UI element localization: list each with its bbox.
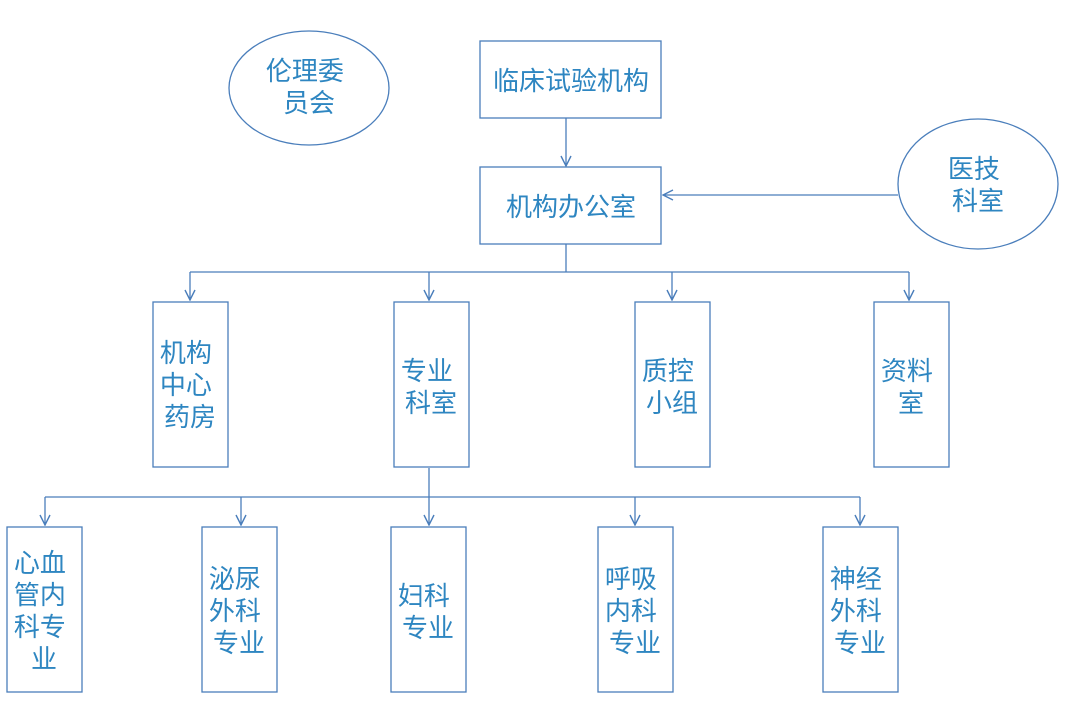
records-room-box [873,301,950,468]
qc-group-label: 质控 小组 [642,357,702,419]
central-pharmacy-label: 机构 中心 药房 [160,339,220,433]
cardio-label: 心血 管内 科专 业 [14,549,74,675]
urology-label: 泌尿 外科 专业 [209,565,269,659]
central-pharmacy-box [152,301,229,468]
gynecology-label: 妇科 专业 [398,582,458,644]
node-shapes [6,30,1059,693]
ethics-committee-label: 伦理委 员会 [266,57,352,119]
respiratory-label: 呼吸 内科 专业 [605,565,665,659]
urology-box [201,526,278,693]
trial-institution-label: 临床试验机构 [493,67,649,97]
gynecology-box [390,526,467,693]
qc-group-box [634,301,711,468]
cardio-box [6,526,83,693]
neurosurgery-label: 神经 外科 专业 [830,565,890,659]
specialty-dept-label: 专业 科室 [401,357,461,419]
node-labels: 伦理委 员会 临床试验机构 机构办公室 医技 科室 机构 中心 药房 专业 科室… [14,57,1008,675]
connectors [45,118,909,525]
medical-tech-dept-ellipse [897,118,1059,250]
institution-office-label: 机构办公室 [506,193,636,223]
respiratory-box [597,526,674,693]
medical-tech-dept-label: 医技 科室 [948,155,1008,217]
records-room-label: 资料 室 [881,357,941,419]
ethics-committee-ellipse [228,30,390,146]
trial-institution-box [479,40,662,119]
neurosurgery-box [822,526,899,693]
specialty-dept-box [393,301,470,468]
institution-office-box [479,166,662,245]
